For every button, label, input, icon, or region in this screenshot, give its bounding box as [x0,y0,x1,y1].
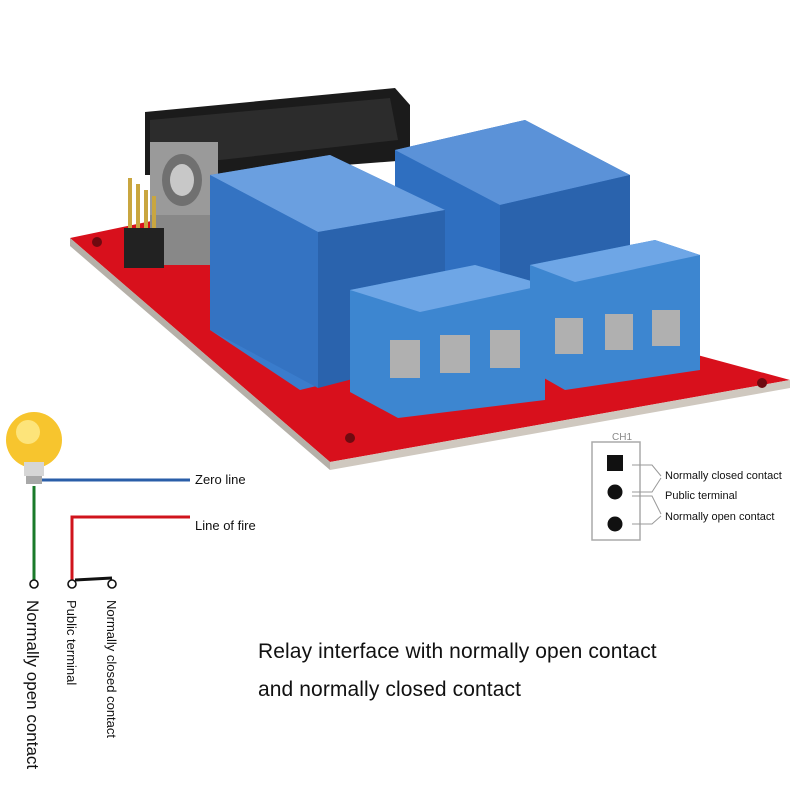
normally-closed-label: Normally closed contact [104,600,119,738]
caption-line-2: and normally closed contact [258,678,522,701]
terminal-block-ch1 [530,240,700,390]
header-pins [128,178,156,251]
light-bulb-icon [6,412,62,484]
caption-line-1: Relay interface with normally open conta… [258,640,657,663]
pcb-edge [70,238,330,470]
switch-lever [74,576,113,582]
line-of-fire-label: Line of fire [195,518,256,533]
line-of-fire-wire [70,515,190,582]
ch1-pin-normally-open: Normally open contact [665,511,775,523]
normally-open-label: Normally open contact [23,600,42,770]
ch1-title: CH1 [612,432,633,443]
public-terminal-label: Public terminal [64,600,79,686]
ch1-pin-normally-closed: Normally closed contact [665,470,782,482]
ch1-pin-public-terminal: Public terminal [665,490,738,502]
ch1-pin-diagram [591,441,662,541]
terminal-block-ch2 [350,265,545,418]
zero-line-label: Zero line [195,472,246,487]
